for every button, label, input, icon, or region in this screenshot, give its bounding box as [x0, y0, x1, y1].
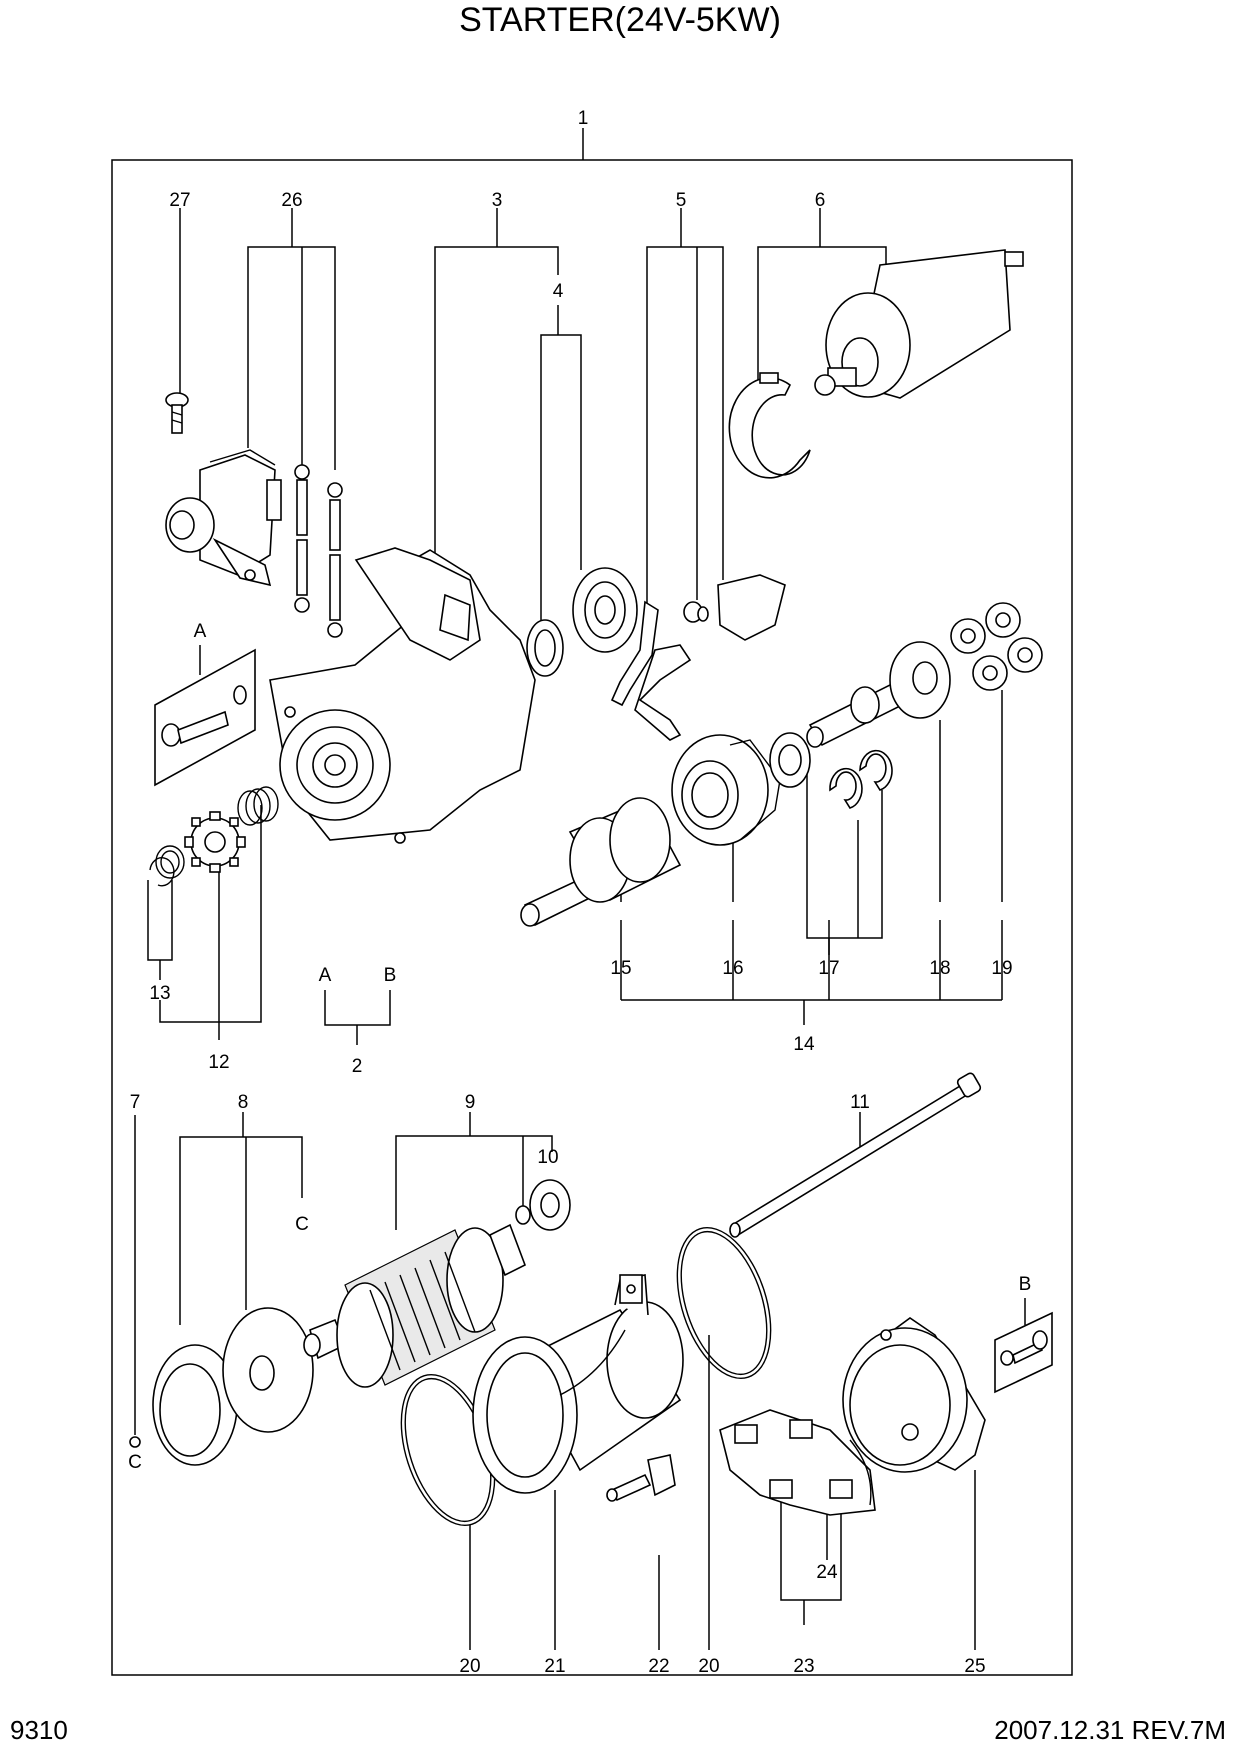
- ref-c-bottom: C: [128, 1452, 142, 1473]
- callout-24: 24: [816, 1562, 838, 1583]
- o-ring-20b: [676, 1226, 772, 1380]
- callout-9: 9: [465, 1092, 476, 1113]
- detail-a-box: [154, 648, 256, 787]
- diagram-frame: [111, 159, 1073, 1676]
- planet-gears-19: [950, 602, 1043, 691]
- planet-shaft-18: [806, 641, 951, 748]
- steel-ball-7: [129, 1436, 141, 1448]
- ring-8: [152, 1344, 238, 1466]
- callout-7: 7: [130, 1092, 141, 1113]
- clip-ring-6: [728, 372, 811, 479]
- housing-3: [269, 547, 536, 844]
- magnet-switch-26: [165, 449, 282, 587]
- callout-25: 25: [964, 1656, 985, 1677]
- callout-18: 18: [929, 958, 950, 979]
- internal-gear-16: [671, 734, 781, 846]
- callout-16: 16: [722, 958, 743, 979]
- callout-5: 5: [676, 190, 687, 211]
- yoke-21: [472, 1274, 684, 1494]
- callout-10: 10: [537, 1147, 558, 1168]
- callout-4: 4: [553, 281, 564, 302]
- callout-17: 17: [818, 958, 839, 979]
- page-title: STARTER(24V-5KW): [459, 1, 781, 39]
- seal-4: [526, 619, 564, 677]
- bearing-4: [572, 567, 638, 653]
- detail-b-box: [994, 1311, 1053, 1394]
- armature-9: [303, 1223, 527, 1388]
- callout-11: 11: [850, 1092, 870, 1113]
- leader-lines: [134, 128, 1026, 1650]
- lever-5: [610, 574, 786, 741]
- bolt-27: [165, 392, 189, 434]
- callout-23: 23: [793, 1656, 814, 1677]
- callout-6: 6: [815, 190, 826, 211]
- callout-3: 3: [492, 190, 503, 211]
- pinion-12: [184, 811, 246, 873]
- plate-8: [222, 1307, 314, 1433]
- callout-20b: 20: [698, 1656, 719, 1677]
- ref-a-detail: A: [194, 621, 207, 642]
- screw-22: [606, 1454, 676, 1502]
- callout-2: 2: [352, 1056, 363, 1077]
- ref-c-top: C: [295, 1214, 309, 1235]
- clips-17: [829, 749, 893, 809]
- washer-17: [769, 732, 811, 788]
- callout-14: 14: [793, 1034, 815, 1055]
- wire-26b: [327, 482, 343, 638]
- callout-20a: 20: [459, 1656, 480, 1677]
- callout-27: 27: [169, 190, 190, 211]
- brush-holder-23: [719, 1409, 876, 1516]
- callout-labels: 1 2 3 4 5 6 7 8 9 10 11 12 13 14 15 16 1…: [128, 108, 1031, 1677]
- callout-26: 26: [281, 190, 302, 211]
- callout-21: 21: [544, 1656, 565, 1677]
- callout-8: 8: [238, 1092, 249, 1113]
- ref-b-group: B: [384, 965, 397, 986]
- ref-a-group: A: [319, 965, 332, 986]
- callout-12: 12: [208, 1052, 229, 1073]
- callout-19: 19: [991, 958, 1012, 979]
- through-bolt-11: [729, 1072, 982, 1238]
- solenoid-6: [814, 249, 1024, 399]
- callout-13: 13: [149, 983, 170, 1004]
- revision-date: 2007.12.31 REV.7M: [994, 1715, 1226, 1745]
- callout-22: 22: [648, 1656, 669, 1677]
- rings-13: [149, 845, 185, 887]
- page-number: 9310: [10, 1715, 68, 1745]
- ref-b-detail: B: [1019, 1274, 1032, 1295]
- shaft-15: [520, 797, 682, 927]
- callout-15: 15: [610, 958, 631, 979]
- wire-26a: [294, 464, 310, 613]
- bearing-10: [515, 1179, 571, 1231]
- end-cover-25: [842, 1317, 986, 1473]
- callout-1: 1: [578, 108, 589, 129]
- spring-12: [237, 786, 279, 826]
